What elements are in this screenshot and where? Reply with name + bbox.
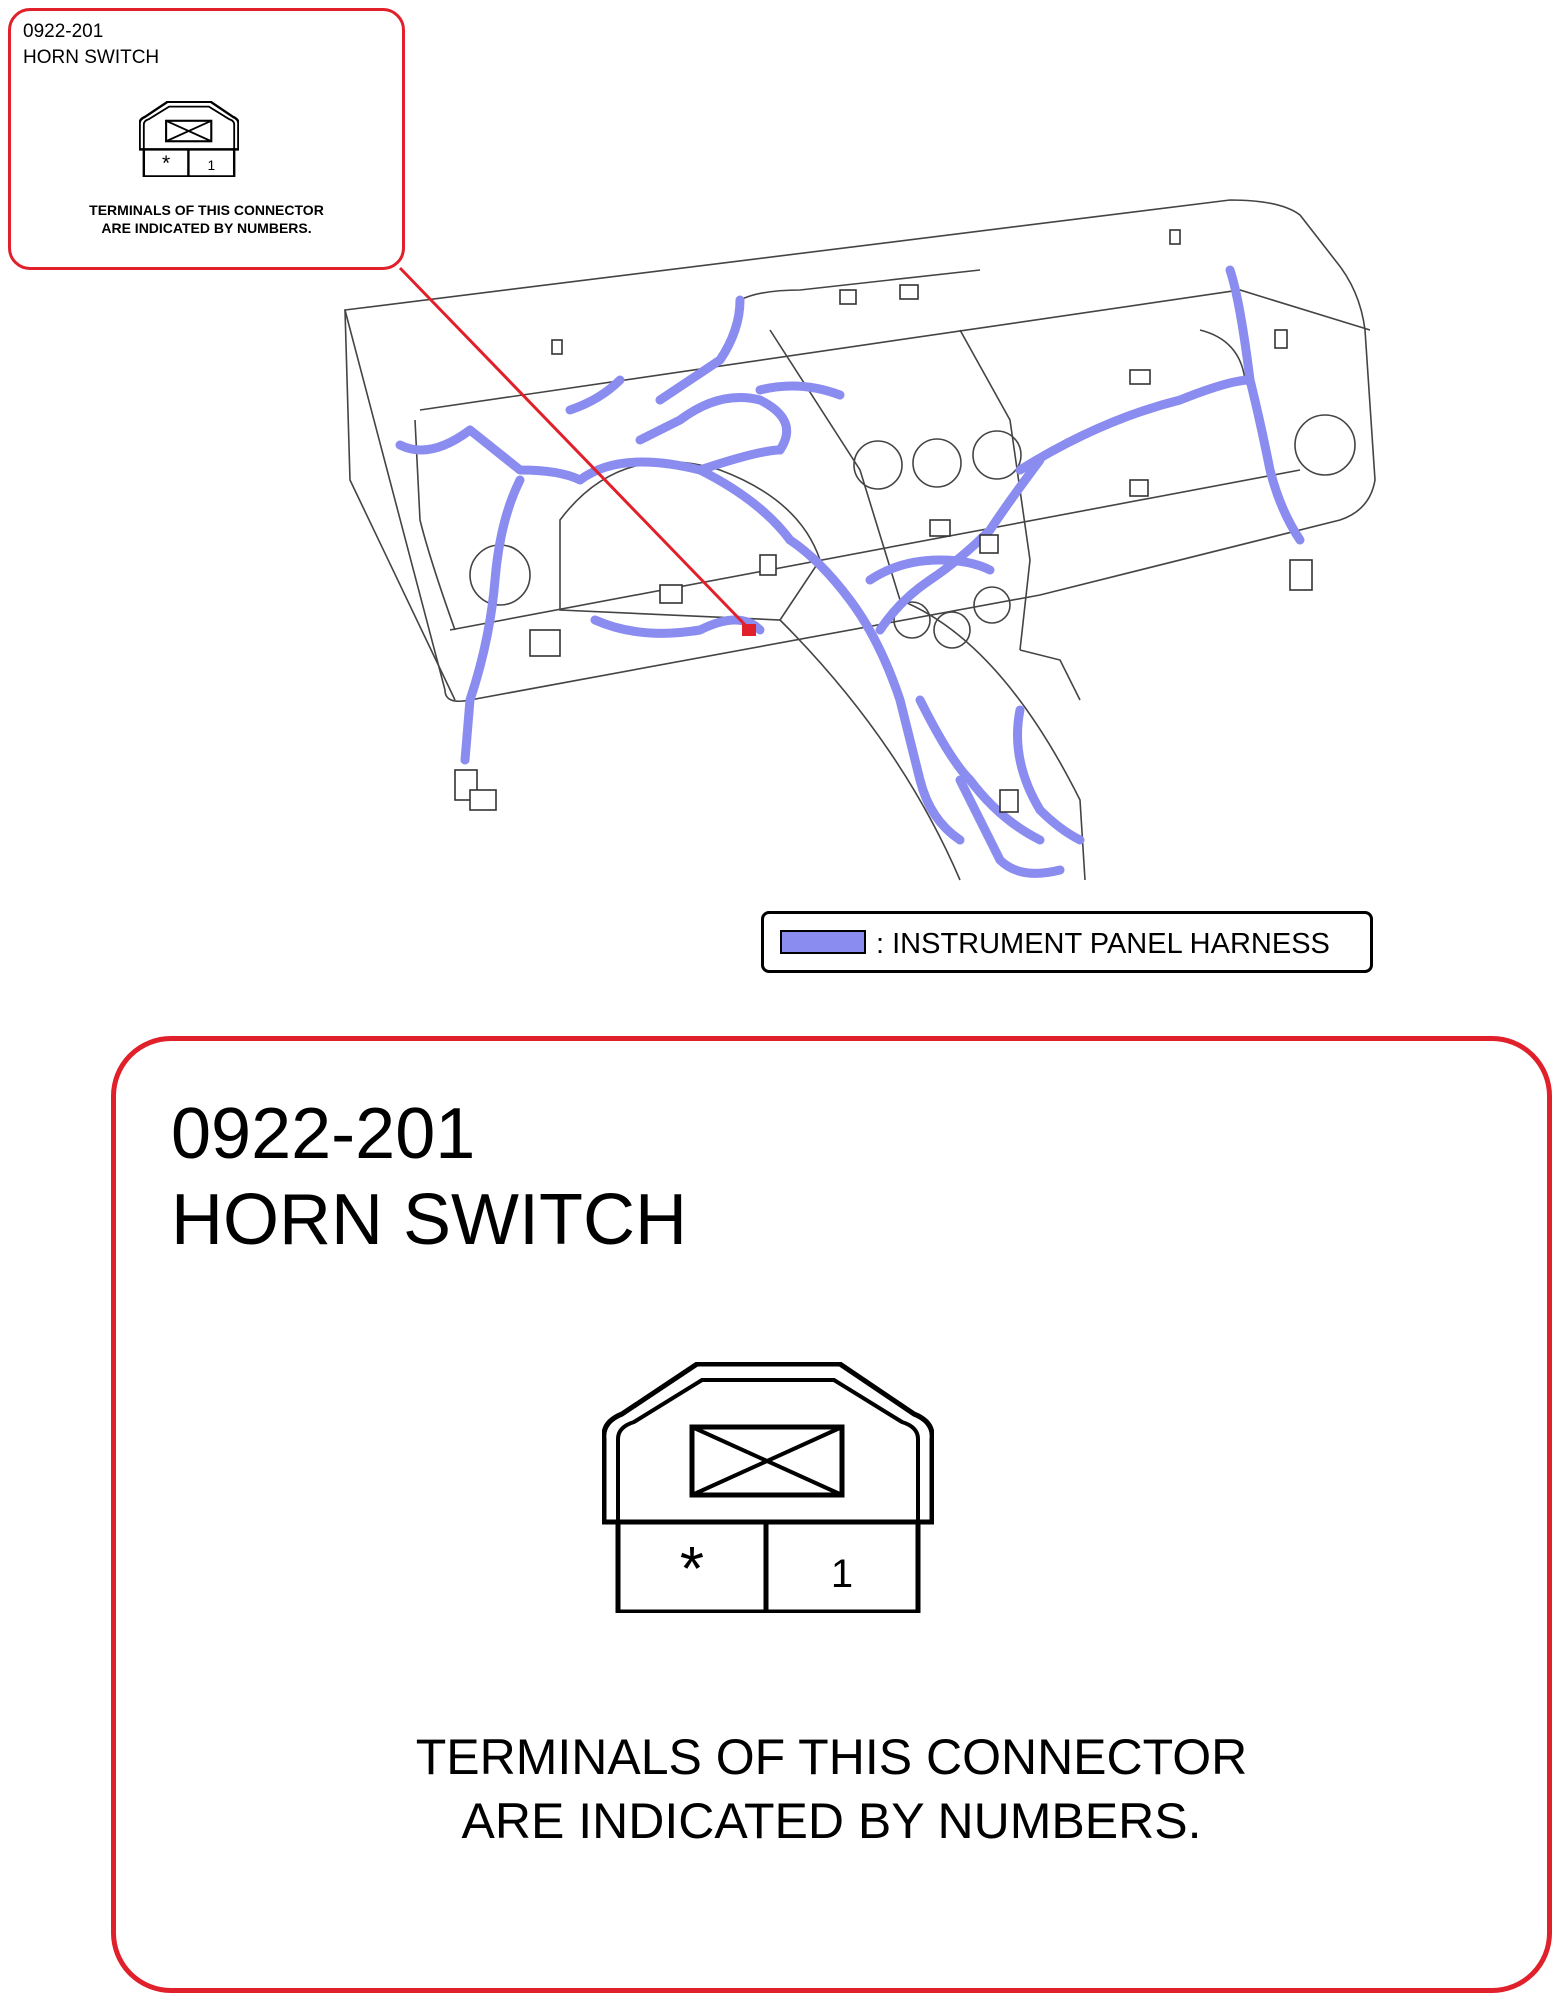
connector-callout-large: 0922-201 HORN SWITCH * 1 TERMINALS OF TH… — [111, 1036, 1552, 1993]
connector-name: HORN SWITCH — [171, 1180, 687, 1260]
harness-legend-label: : INSTRUMENT PANEL HARNESS — [876, 928, 1330, 960]
harness-color-swatch — [780, 930, 866, 954]
leader-line — [398, 266, 754, 634]
connector-callout-small: 0922-201 HORN SWITCH * 1 TERMINALS OF TH… — [8, 8, 405, 270]
instrument-panel-harness-diagram — [343, 199, 1376, 881]
connector-face: * 1 — [602, 1362, 934, 1613]
connector-code-small: 0922-201 — [23, 21, 104, 42]
connector-name-small: HORN SWITCH — [23, 47, 160, 68]
harness-wires — [395, 265, 1305, 878]
terminal-star: * — [680, 1535, 704, 1604]
terminal-1: 1 — [831, 1552, 853, 1596]
terminal-star-small: * — [162, 152, 170, 175]
connector-blocks — [454, 229, 1313, 813]
horn-switch-location-marker — [742, 624, 756, 636]
terminal-note-small: TERMINALS OF THIS CONNECTOR ARE INDICATE… — [89, 202, 324, 236]
harness-legend: : INSTRUMENT PANEL HARNESS — [761, 911, 1373, 973]
connector-code: 0922-201 — [171, 1094, 476, 1174]
terminal-note: TERMINALS OF THIS CONNECTOR ARE INDICATE… — [415, 1729, 1248, 1849]
connector-face-small: * 1 — [139, 101, 239, 177]
terminal-1-small: 1 — [207, 157, 215, 173]
